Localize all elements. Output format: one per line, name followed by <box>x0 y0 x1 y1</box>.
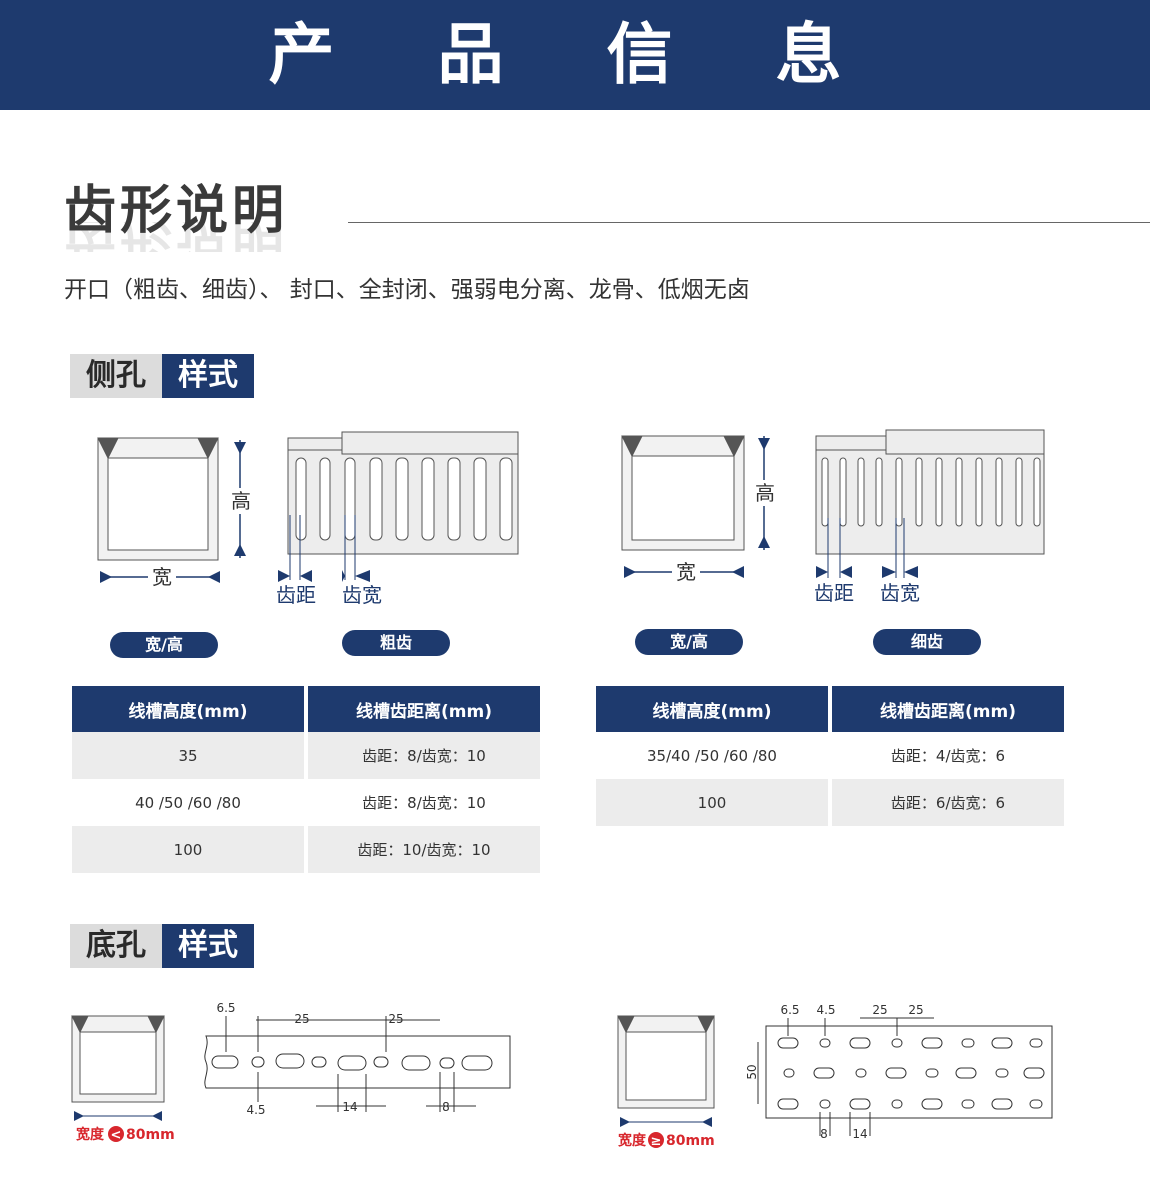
section-divider <box>348 222 1150 223</box>
pill-type-fine: 细齿 <box>873 629 981 655</box>
table-cell: 35/40 /50 /60 /80 <box>647 746 777 765</box>
dim-label: 8 <box>820 1127 828 1141</box>
tooth-width-label-right: 齿宽 <box>880 581 920 605</box>
table-header: 线槽高度(mm) <box>72 686 304 732</box>
dim-label: 8 <box>442 1100 450 1114</box>
intro-text: 开口（粗齿、细齿）、 封口、全封闭、强弱电分离、龙骨、低烟无卤 <box>64 277 750 303</box>
table-cell: 100 <box>72 826 304 873</box>
dim-label: 4.5 <box>246 1103 265 1117</box>
coarse-teeth-strip <box>287 431 519 555</box>
table-cell: 齿距：4/齿宽：6 <box>890 747 1006 765</box>
width-label-right: 宽 <box>676 560 696 584</box>
width-note-value: 80mm <box>126 1127 175 1143</box>
dim-label: 25 <box>908 1003 923 1017</box>
width-note-value-right: 80mm <box>666 1133 715 1149</box>
bottom-hole-diagram-narrow: 宽度 < 80mm 6.5 25 25 4.5 14 8 <box>71 1001 511 1143</box>
dim-label: 14 <box>852 1127 867 1141</box>
height-label: 高 <box>231 489 251 513</box>
side-hole-tag-a: 侧孔 <box>70 354 162 398</box>
dim-label: 25 <box>388 1012 403 1026</box>
table-header: 线槽齿距离(mm) <box>832 686 1064 732</box>
bottom-hole-tag-a: 底孔 <box>70 924 162 968</box>
bottom-hole-tag: 底孔 样式 <box>70 924 254 968</box>
dim-label: 50 <box>745 1064 759 1079</box>
trunking-cross-section <box>97 437 219 561</box>
dim-label: 25 <box>294 1012 309 1026</box>
coarse-spec-table: 线槽高度(mm) 线槽齿距离(mm) 35 齿距：8/齿宽：10 40 /50 … <box>68 686 544 873</box>
table-cell: 100 <box>596 779 828 826</box>
bottom-hole-diagram-wide: 宽度 ≥ 80mm 6.5 4.5 25 25 50 8 <box>617 1003 1053 1149</box>
pitch-label: 齿距 <box>276 583 316 607</box>
dim-label: 14 <box>342 1100 357 1114</box>
section-title: 齿形说明 <box>64 181 289 241</box>
coarse-tooth-diagram: 高 宽 齿距 齿宽 <box>97 431 519 607</box>
table-row: 40 /50 /60 /80 齿距：8/齿宽：10 <box>72 779 540 826</box>
table-cell: 齿距：8/齿宽：10 <box>362 794 486 812</box>
table-row: 35/40 /50 /60 /80 齿距：4/齿宽：6 <box>596 732 1064 779</box>
table-row: 100 齿距：10/齿宽：10 <box>72 826 540 873</box>
side-hole-tag: 侧孔 样式 <box>70 354 254 398</box>
dim-label: 4.5 <box>816 1003 835 1017</box>
width-note-symbol: < <box>111 1128 122 1143</box>
table-cell: 35 <box>72 732 304 779</box>
table-header: 线槽齿距离(mm) <box>308 686 540 732</box>
table-cell: 齿距：8/齿宽：10 <box>308 732 540 779</box>
pitch-label-right: 齿距 <box>814 581 854 605</box>
pill-type-coarse: 粗齿 <box>342 630 450 656</box>
section-title-reflection: 齿形说明 <box>64 222 289 252</box>
trunking-cross-section-small-right <box>617 1015 715 1109</box>
dim-label: 6.5 <box>780 1003 799 1017</box>
table-cell: 40 /50 /60 /80 <box>135 793 241 812</box>
dim-label: 6.5 <box>216 1001 235 1015</box>
dim-label: 25 <box>872 1003 887 1017</box>
pill-size-left: 宽/高 <box>110 632 218 658</box>
table-cell: 齿距：10/齿宽：10 <box>308 826 540 873</box>
table-row: 35 齿距：8/齿宽：10 <box>72 732 540 779</box>
trunking-cross-section-small <box>71 1015 165 1103</box>
tooth-width-label: 齿宽 <box>342 583 382 607</box>
greater-equal-badge <box>648 1132 664 1148</box>
height-label-right: 高 <box>755 481 775 505</box>
width-note-prefix-right: 宽度 <box>618 1132 647 1149</box>
width-note-prefix: 宽度 <box>76 1126 105 1143</box>
fine-tooth-diagram: 高 宽 齿距 齿宽 <box>621 429 1045 605</box>
fine-spec-table: 线槽高度(mm) 线槽齿距离(mm) 35/40 /50 /60 /80 齿距：… <box>592 686 1068 826</box>
table-cell: 齿距：6/齿宽：6 <box>832 779 1064 826</box>
page-banner: 产 品 信 息 <box>0 0 1150 110</box>
less-than-badge <box>108 1126 124 1142</box>
pill-size-right: 宽/高 <box>635 629 743 655</box>
width-label: 宽 <box>152 565 172 589</box>
table-row: 100 齿距：6/齿宽：6 <box>596 779 1064 826</box>
width-note-symbol-right: ≥ <box>651 1134 662 1149</box>
trunking-cross-section-right <box>621 435 745 551</box>
bottom-hole-tag-b: 样式 <box>162 924 254 968</box>
table-header: 线槽高度(mm) <box>596 686 828 732</box>
fine-teeth-strip <box>815 429 1045 555</box>
side-hole-tag-b: 样式 <box>162 354 254 398</box>
